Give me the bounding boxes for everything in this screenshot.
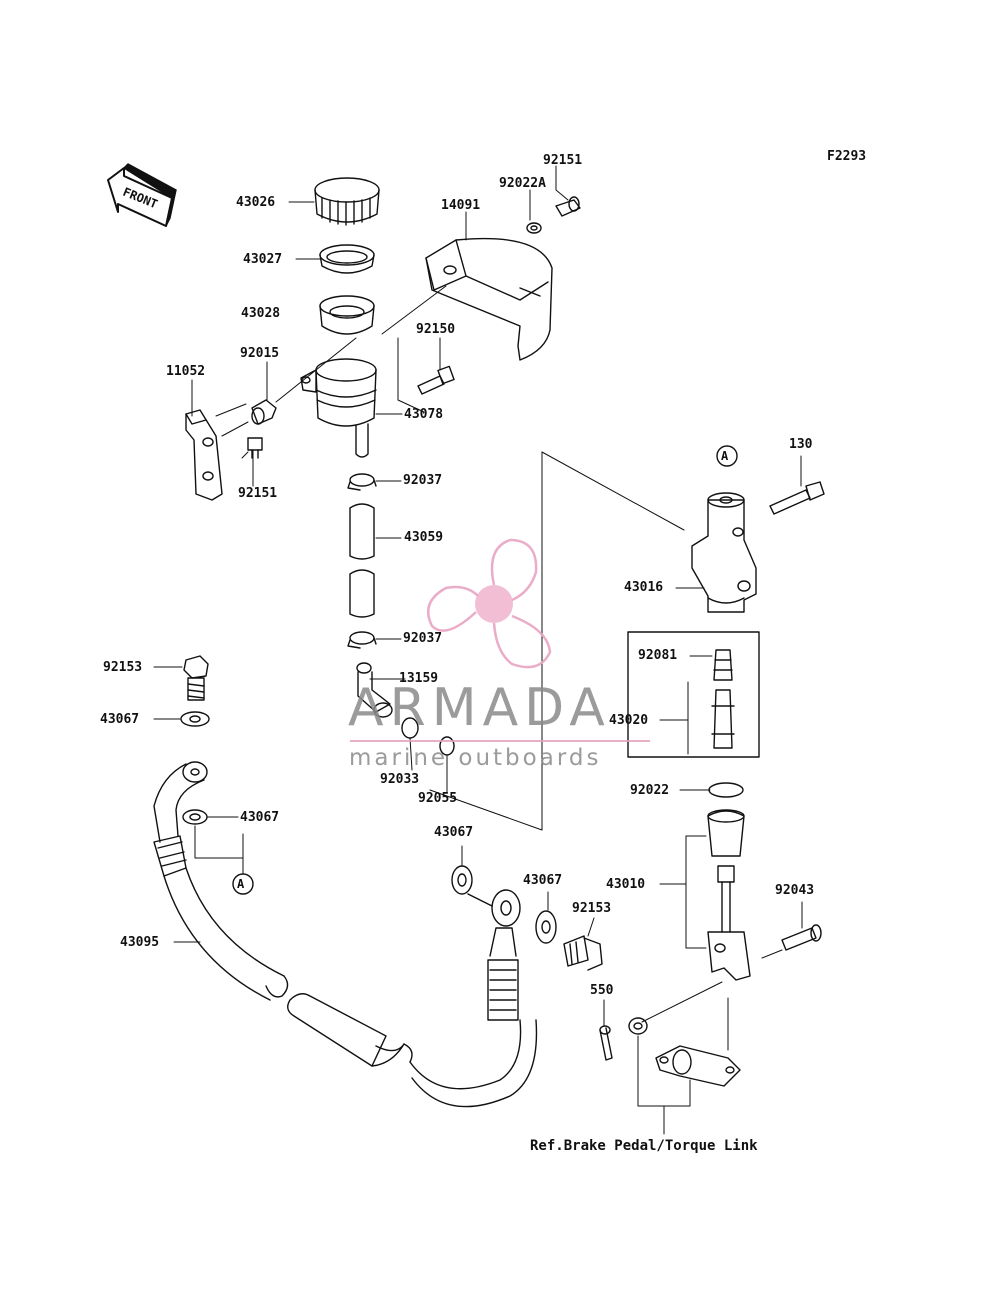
reservoir-part (300, 358, 377, 458)
reference-note: Ref.Brake Pedal/Torque Link (530, 1138, 758, 1154)
part-label-11052: 11052 (166, 364, 206, 379)
part-label-92037-lower: 92037 (403, 631, 443, 646)
ref-marker-a-top-label: A (721, 449, 729, 463)
front-arrow-icon: FRONT (107, 163, 177, 227)
part-label-43020: 43020 (609, 713, 649, 728)
brake-hose-part (153, 761, 538, 1108)
part-label-92043: 92043 (775, 883, 815, 898)
part-label-43028: 43028 (241, 306, 281, 321)
reservoir-hose-part (349, 503, 375, 618)
push-rod-part (707, 809, 751, 981)
watermark-divider (350, 740, 650, 742)
reservoir-cover-part (425, 237, 553, 361)
armada-logo-icon (427, 538, 552, 669)
part-label-43027: 43027 (243, 252, 283, 267)
part-label-92151-bracket: 92151 (238, 486, 278, 501)
diaphragm-plate-part (319, 244, 375, 274)
reservoir-cap-part (314, 177, 380, 226)
cotter-pin-part (599, 1025, 613, 1061)
part-label-43016: 43016 (624, 580, 664, 595)
clevis-pin-part (781, 924, 822, 951)
part-label-92055: 92055 (418, 791, 458, 806)
o-ring-92055-part (439, 736, 455, 756)
washer-part (628, 1017, 648, 1035)
watermark-title: ARMADA (348, 678, 611, 738)
part-label-43078: 43078 (404, 407, 444, 422)
master-cylinder-bolt-part (769, 481, 825, 515)
piston-kit-box (627, 631, 760, 758)
part-label-92151-top: 92151 (543, 153, 583, 168)
part-label-14091: 14091 (441, 198, 481, 213)
part-label-43095: 43095 (120, 935, 160, 950)
part-label-43067-a: 43067 (100, 712, 140, 727)
washer-43067-a (180, 711, 210, 727)
diaphragm-part (319, 295, 375, 335)
part-label-92022a: 92022A (499, 176, 546, 191)
collar-part (251, 399, 277, 425)
cover-bolt-part (526, 196, 581, 234)
part-label-92022: 92022 (630, 783, 670, 798)
washer-43067-d (535, 910, 557, 944)
washer-43067-c (451, 865, 473, 895)
part-label-92015: 92015 (240, 346, 280, 361)
banjo-bolt-right-part (563, 935, 603, 971)
banjo-bolt-left-part (183, 655, 209, 701)
part-label-43067-d: 43067 (523, 873, 563, 888)
part-label-130: 130 (789, 437, 813, 452)
part-label-92081: 92081 (638, 648, 678, 663)
part-label-92150: 92150 (416, 322, 456, 337)
part-label-92037-upper: 92037 (403, 473, 443, 488)
part-label-43067-c: 43067 (434, 825, 474, 840)
ref-marker-a-top (716, 445, 738, 467)
piston-assembly-part (711, 689, 735, 749)
ref-marker-a-bottom-label: A (237, 877, 245, 891)
figure-code: F2293 (827, 149, 867, 164)
hose-clamp-upper-part (347, 473, 377, 491)
master-cylinder-part (691, 492, 757, 613)
part-label-43026: 43026 (236, 195, 276, 210)
part-label-13159: 13159 (399, 671, 439, 686)
part-label-43067-b: 43067 (240, 810, 280, 825)
watermark-subtitle: marine outboards (349, 745, 602, 771)
circlip-part (708, 782, 744, 798)
hose-clamp-lower-part (347, 631, 377, 649)
part-label-92033: 92033 (380, 772, 420, 787)
torque-link-part (655, 1045, 741, 1087)
hose-fitting-part (356, 662, 393, 718)
part-label-92153-right: 92153 (572, 901, 612, 916)
part-label-550: 550 (590, 983, 614, 998)
part-label-92153-left: 92153 (103, 660, 143, 675)
bracket-part (185, 409, 223, 501)
washer-43067-b (182, 809, 208, 825)
reservoir-bolt-part (417, 365, 455, 395)
part-label-43059: 43059 (404, 530, 444, 545)
bracket-bolt-part (247, 437, 263, 459)
leader-lines (153, 165, 803, 1135)
piston-cup-part (713, 649, 733, 681)
part-label-43010: 43010 (606, 877, 646, 892)
